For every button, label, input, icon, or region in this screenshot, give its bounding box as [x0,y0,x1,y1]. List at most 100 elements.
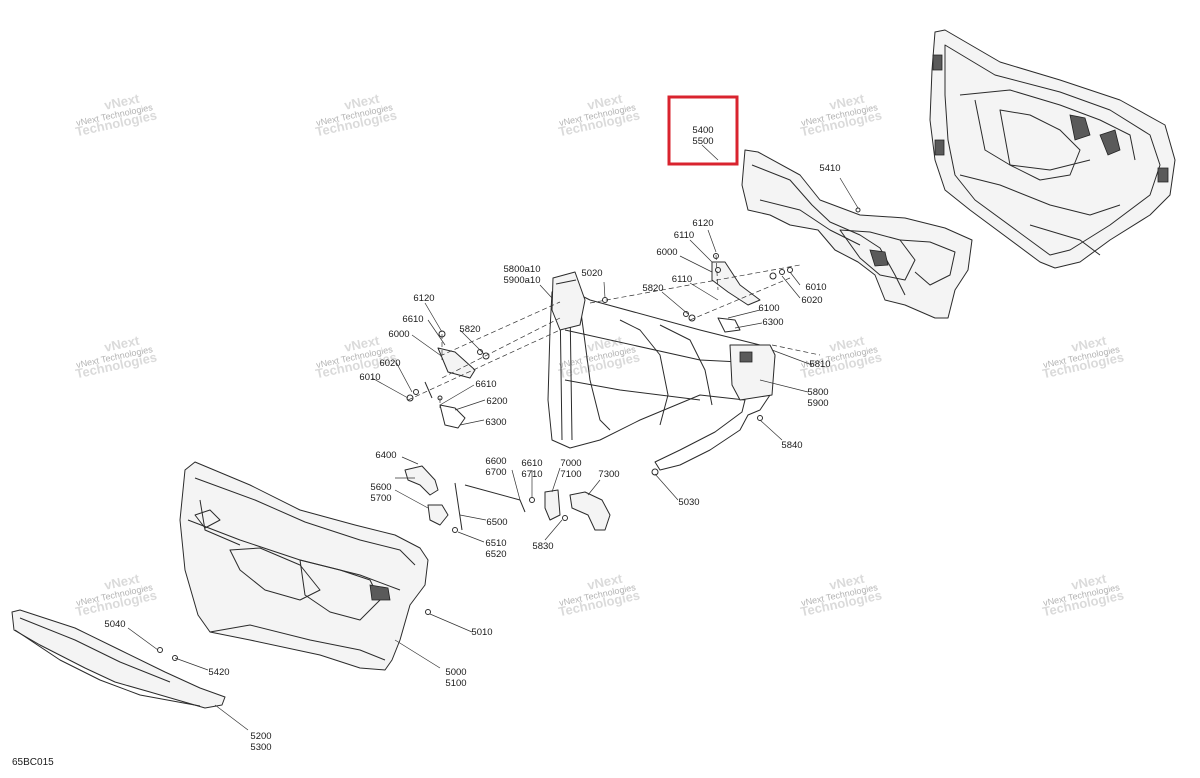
callout-6100: 6100 [758,303,779,314]
callout-6300a: 6300 [762,317,783,328]
callout-6300b: 6300 [485,417,506,428]
callout-6020a: 6020 [801,295,822,306]
door-assembly-illustration [929,29,1176,269]
callout-line: 5820 [642,283,663,294]
callout-line: 7100 [560,469,581,480]
callout-line: 6710 [521,469,542,480]
watermark-large-line1: vNext [586,333,624,355]
watermark-large-line1: vNext [828,571,866,593]
callout-line: 6010 [805,282,826,293]
hardware-dots [157,207,861,661]
callout-line: 6000 [388,329,409,340]
callout-5840: 5840 [781,440,802,451]
callout-line: 5600 [370,482,391,493]
callout-line: 6110 [674,230,694,241]
callout-5420: 5420 [208,667,229,678]
latch-parts-illustration [404,261,761,531]
callout-6110b: 6110 [672,274,692,285]
callout-line: 7000 [560,458,581,469]
callout-line: 6500 [486,517,507,528]
callout-6010a: 6010 [805,282,826,293]
watermark-large-line1: vNext [586,91,624,113]
watermark-large-line1: vNext [586,571,624,593]
callout-line: 6120 [692,218,713,229]
callout-5810: 5810 [809,359,830,370]
callout-line: 5100 [445,678,466,689]
callout-5040: 5040 [104,619,125,630]
diagram-code: 65BC015 [12,757,54,768]
callout-5010: 5010 [471,627,492,638]
callout-line: 5200 [250,731,271,742]
callout-line: 5700 [370,493,391,504]
callout-line: 6400 [375,450,396,461]
callout-6120b: 6120 [413,293,434,304]
callout-5820b: 5820 [459,324,480,335]
callout-line: 6610 [402,314,423,325]
callout-line: 6100 [758,303,779,314]
callout-line: 5300 [250,742,271,753]
callout-line: 5900 [807,398,828,409]
callout-line: 6700 [485,467,506,478]
watermark-large-line1: vNext [828,91,866,113]
callout-line: 6510 [485,538,506,549]
callout-line: 6300 [485,417,506,428]
callout-line: 5900a10 [504,275,541,286]
callout-line: 6000 [656,247,677,258]
callout-5020: 5020 [581,268,602,279]
callout-6000a: 6000 [656,247,677,258]
callout-line: 6200 [486,396,507,407]
callout-line: 5800 [807,387,828,398]
callout-5830: 5830 [532,541,553,552]
callout-6610a: 6610 [402,314,423,325]
callout-6610b: 6610 [475,379,496,390]
callout-5410: 5410 [819,163,840,174]
callout-line: 5410 [819,163,840,174]
watermark-large-line1: vNext [103,571,141,593]
callout-line: 5040 [104,619,125,630]
callout-6110a: 6110 [674,230,694,241]
callout-line: 5030 [678,497,699,508]
callout-line: 6610 [521,458,542,469]
callout-line: 6610 [475,379,496,390]
inner-panel-illustration [741,149,973,319]
callout-7300: 7300 [598,469,619,480]
callout-6020b: 6020 [379,358,400,369]
callout-6010b: 6010 [359,372,380,383]
callout-5030: 5030 [678,497,699,508]
callout-line: 5020 [581,268,602,279]
callout-line: 6020 [379,358,400,369]
callout-line: 6110 [672,274,692,285]
callout-6400: 6400 [375,450,396,461]
highlight-box [667,95,739,166]
callout-line: 6020 [801,295,822,306]
callout-line: 5800a10 [504,264,541,275]
callout-line: 5840 [781,440,802,451]
callout-line: 6520 [485,549,506,560]
watermark-large-line1: vNext [103,91,141,113]
callout-line: 5500 [692,136,713,147]
callout-5820a: 5820 [642,283,663,294]
lower-trim-illustration [11,609,226,709]
